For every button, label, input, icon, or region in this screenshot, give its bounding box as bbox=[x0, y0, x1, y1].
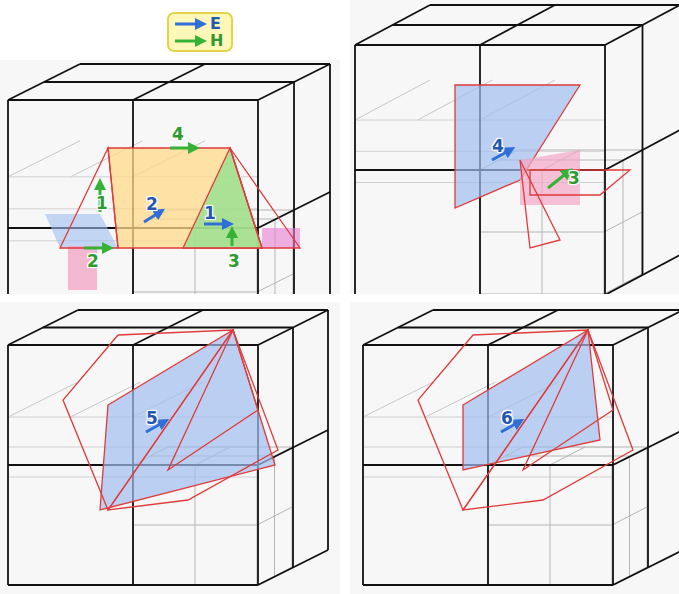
legend-text: H bbox=[210, 33, 223, 49]
field-face bbox=[455, 85, 580, 208]
field-arrow bbox=[170, 147, 194, 150]
panel-ground bbox=[0, 60, 340, 294]
callout-number: 1 bbox=[96, 195, 108, 212]
field-face bbox=[183, 148, 262, 248]
mesh-line bbox=[605, 255, 679, 294]
mesh-line bbox=[78, 309, 328, 311]
legend-arrow bbox=[173, 18, 207, 30]
field-face bbox=[530, 170, 630, 195]
legend-box: EH bbox=[167, 12, 233, 52]
mesh-line bbox=[80, 63, 330, 65]
mesh-line bbox=[8, 584, 258, 586]
legend-arrow bbox=[175, 23, 201, 26]
mesh-line bbox=[430, 4, 679, 6]
mesh-line bbox=[329, 64, 331, 294]
field-face bbox=[262, 228, 300, 248]
callout-number: 4 bbox=[492, 138, 504, 155]
mesh-line bbox=[613, 550, 679, 585]
mesh-line bbox=[44, 81, 294, 83]
callout-number: 2 bbox=[146, 196, 158, 213]
mesh-line bbox=[133, 292, 257, 293]
legend-row: H bbox=[173, 32, 223, 50]
panel bbox=[363, 310, 679, 585]
mesh-line bbox=[393, 24, 643, 26]
field-face bbox=[520, 160, 560, 248]
field-arrow bbox=[144, 212, 160, 222]
mesh-line bbox=[363, 584, 613, 586]
mesh-line bbox=[257, 507, 292, 525]
mesh-line bbox=[257, 274, 293, 292]
callout-number: 2 bbox=[87, 253, 99, 270]
mesh-line bbox=[480, 294, 604, 295]
panel bbox=[355, 5, 679, 294]
callout-number: 6 bbox=[501, 410, 513, 427]
mesh-line bbox=[604, 274, 642, 294]
field-face bbox=[60, 148, 118, 248]
mesh-line bbox=[355, 80, 430, 120]
callout-number: 5 bbox=[146, 410, 158, 427]
mesh-line bbox=[433, 309, 679, 311]
callout-number: 3 bbox=[228, 253, 240, 270]
mesh-line bbox=[480, 232, 604, 233]
panel-ground bbox=[350, 0, 679, 294]
mesh-line bbox=[612, 507, 647, 525]
callout-number: 3 bbox=[568, 170, 580, 187]
panel bbox=[8, 310, 328, 585]
mesh-line bbox=[293, 82, 295, 294]
mesh-line bbox=[8, 141, 80, 177]
mesh-line bbox=[133, 525, 257, 526]
field-arrow bbox=[204, 223, 228, 226]
legend-arrow bbox=[173, 35, 207, 47]
field-face bbox=[230, 148, 300, 248]
field-face bbox=[463, 330, 600, 470]
field-face bbox=[418, 330, 588, 510]
field-arrow bbox=[231, 232, 234, 246]
panel bbox=[8, 64, 330, 294]
field-face bbox=[108, 148, 262, 248]
panel-ground bbox=[350, 302, 679, 594]
mesh-line bbox=[7, 100, 9, 294]
legend-arrow bbox=[175, 40, 201, 43]
mesh-line bbox=[258, 192, 330, 228]
field-face bbox=[108, 330, 278, 510]
callout-number: 4 bbox=[172, 126, 184, 143]
field-face bbox=[168, 330, 258, 470]
field-face bbox=[63, 330, 233, 510]
panel-ground bbox=[0, 302, 340, 594]
legend-row: E bbox=[173, 15, 221, 33]
mesh-line bbox=[604, 212, 642, 232]
field-face bbox=[463, 330, 633, 510]
mesh-line bbox=[613, 430, 679, 465]
field-face bbox=[45, 214, 118, 248]
field-face bbox=[523, 330, 613, 470]
field-arrow bbox=[84, 247, 108, 250]
field-arrow bbox=[548, 172, 568, 188]
legend-text: E bbox=[210, 16, 221, 32]
mesh-line bbox=[43, 327, 293, 329]
mesh-line bbox=[258, 550, 328, 585]
callout-number: 1 bbox=[204, 205, 216, 222]
mesh-line bbox=[257, 100, 259, 294]
mesh-line bbox=[488, 525, 612, 526]
mesh-line bbox=[398, 327, 648, 329]
mesh-line bbox=[605, 130, 679, 170]
